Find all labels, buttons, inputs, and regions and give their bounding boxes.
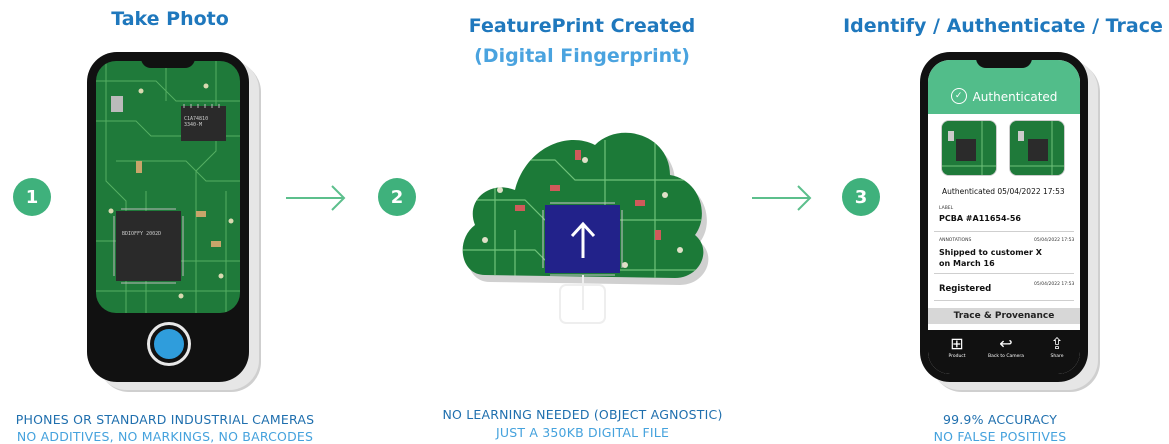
circuit-board-image xyxy=(96,61,240,313)
registered-label: Registered xyxy=(939,284,992,294)
step-1-badge: 1 xyxy=(13,178,51,216)
step1-caption-line2: NO ADDITIVES, NO MARKINGS, NO BARCODES xyxy=(16,429,314,444)
product-thumbnail[interactable] xyxy=(941,120,997,176)
status-text: Authenticated xyxy=(972,90,1058,104)
authenticated-line: Authenticated 05/04/2022 17:53 xyxy=(942,187,1065,196)
label-value: PCBA #A11654-56 xyxy=(939,214,1021,223)
step3-title: Identify / Authenticate / Trace xyxy=(843,15,1163,37)
step2-caption-line1: NO LEARNING NEEDED (OBJECT AGNOSTIC) xyxy=(442,407,723,422)
arrow-right-icon xyxy=(286,185,346,211)
annotation-value: Shipped to customer X on March 16 xyxy=(939,248,1042,268)
grid-icon: ⊞ xyxy=(950,334,964,353)
divider xyxy=(934,231,1074,232)
phone-notch xyxy=(141,58,195,68)
annotations-heading: ANNOTATIONS xyxy=(939,238,972,243)
camera-viewfinder: C1A74810 3340-M BDIOFFY 2002D xyxy=(96,61,240,313)
registered-time: 05/04/2022 17:53 xyxy=(1034,282,1075,287)
phone-camera: C1A74810 3340-M BDIOFFY 2002D xyxy=(87,52,249,382)
arrow-right-icon xyxy=(752,185,812,211)
nav-label: Product xyxy=(948,354,966,359)
share-icon: ⇪ xyxy=(1050,334,1064,353)
step1-title: Take Photo xyxy=(111,8,229,30)
product-thumbnail[interactable] xyxy=(1009,120,1065,176)
step3-caption-line2: NO FALSE POSITIVES xyxy=(933,429,1067,444)
trace-provenance-button[interactable]: Trace & Provenance xyxy=(928,308,1080,324)
app-screen: ✓ Authenticated Authenticated 05/04/2022… xyxy=(928,60,1080,374)
chip-label: C1A74810 3340-M xyxy=(184,116,209,128)
step1-caption-line1: PHONES OR STANDARD INDUSTRIAL CAMERAS xyxy=(15,412,315,427)
divider xyxy=(934,300,1074,301)
step3-caption-line1: 99.9% ACCURACY xyxy=(942,412,1058,427)
nav-share[interactable]: ⇪ Share xyxy=(1044,334,1070,359)
authenticated-banner: ✓ Authenticated xyxy=(928,60,1080,114)
step2-caption-line2: JUST A 350KB DIGITAL FILE xyxy=(495,425,670,440)
check-circle-icon: ✓ xyxy=(950,88,967,104)
nav-label: Share xyxy=(1050,354,1064,359)
nav-back-to-camera[interactable]: ↩ Back to Camera xyxy=(984,334,1028,359)
step2-subtitle: (Digital Fingerprint) xyxy=(474,45,690,67)
step-3-badge: 3 xyxy=(842,178,880,216)
nav-product[interactable]: ⊞ Product xyxy=(942,334,972,359)
chip-label: BDIOFFY 2002D xyxy=(122,231,162,237)
shutter-button[interactable] xyxy=(150,325,188,363)
phone-app: ✓ Authenticated Authenticated 05/04/2022… xyxy=(920,52,1088,382)
step2-title: FeaturePrint Created xyxy=(468,15,696,37)
step-2-badge: 2 xyxy=(378,178,416,216)
divider xyxy=(934,273,1074,274)
annotations-time: 05/04/2022 17:53 xyxy=(1034,238,1075,243)
nav-label: Back to Camera xyxy=(988,354,1024,359)
phone-notch xyxy=(976,58,1032,68)
cloud-upload-icon xyxy=(462,132,709,324)
bottom-nav: ⊞ Product ↩ Back to Camera ⇪ Share xyxy=(928,330,1080,374)
label-heading: LABEL xyxy=(939,206,954,211)
back-arrow-icon: ↩ xyxy=(999,334,1013,353)
